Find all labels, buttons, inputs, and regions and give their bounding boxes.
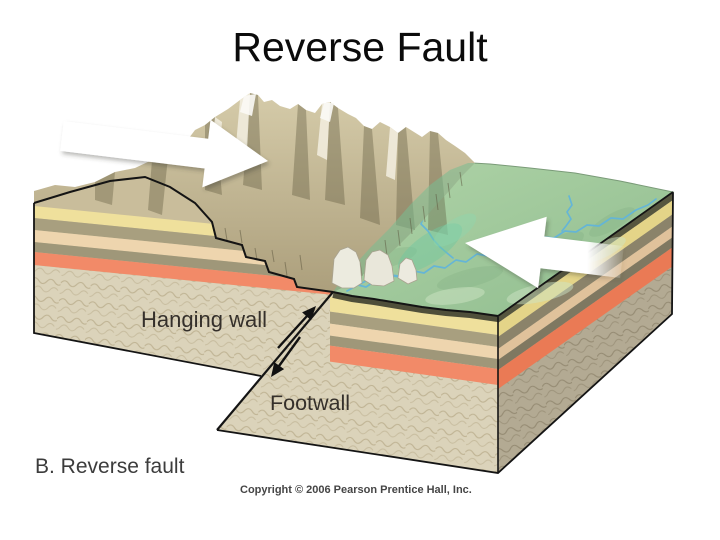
mountain-range [33,93,477,293]
stratum-olive [330,311,498,348]
fault-line [216,291,334,431]
fault [216,291,334,431]
mountain-silhouette [34,93,475,292]
footwall-outline [216,191,674,474]
fault-motion-arrow-down-icon [271,336,301,377]
footwall-label: Footwall [270,391,350,415]
stratum-olive-dark-side [498,234,673,373]
stratum-yellow [330,296,498,336]
stratum-olive-dark [330,335,498,370]
fault-motion-arrow-up-icon [277,306,316,349]
page-title: Reverse Fault [232,24,488,70]
hanging-wall-terrain-edge [33,175,334,293]
stratum-olive-side [498,211,673,352]
footwall-block [216,191,674,474]
stratum-olive-dark [34,241,333,284]
footwall-terrain-edge [332,291,499,317]
stratum-salmon-side [498,244,673,392]
stratum-salmon [34,251,333,297]
eroded-cliffs [331,246,418,289]
snow-caps [240,94,334,122]
compression-arrow-right-icon [465,216,624,289]
river-tributary [561,195,573,232]
footwall-front-face [217,292,498,473]
valley-floor [397,223,463,273]
stratum-cream [330,323,498,360]
soil-band [332,292,498,322]
valley-floor-light [433,213,477,247]
stratum-cream-side [498,223,673,363]
hanging-wall-label: Hanging wall [141,307,267,332]
copyright-notice: Copyright © 2006 Pearson Prentice Hall, … [240,484,472,496]
hanging-wall-outline [33,203,262,377]
figure-caption: B. Reverse fault [35,455,185,478]
stratum-salmon [330,345,498,386]
compression-arrow-left-icon [60,119,269,188]
